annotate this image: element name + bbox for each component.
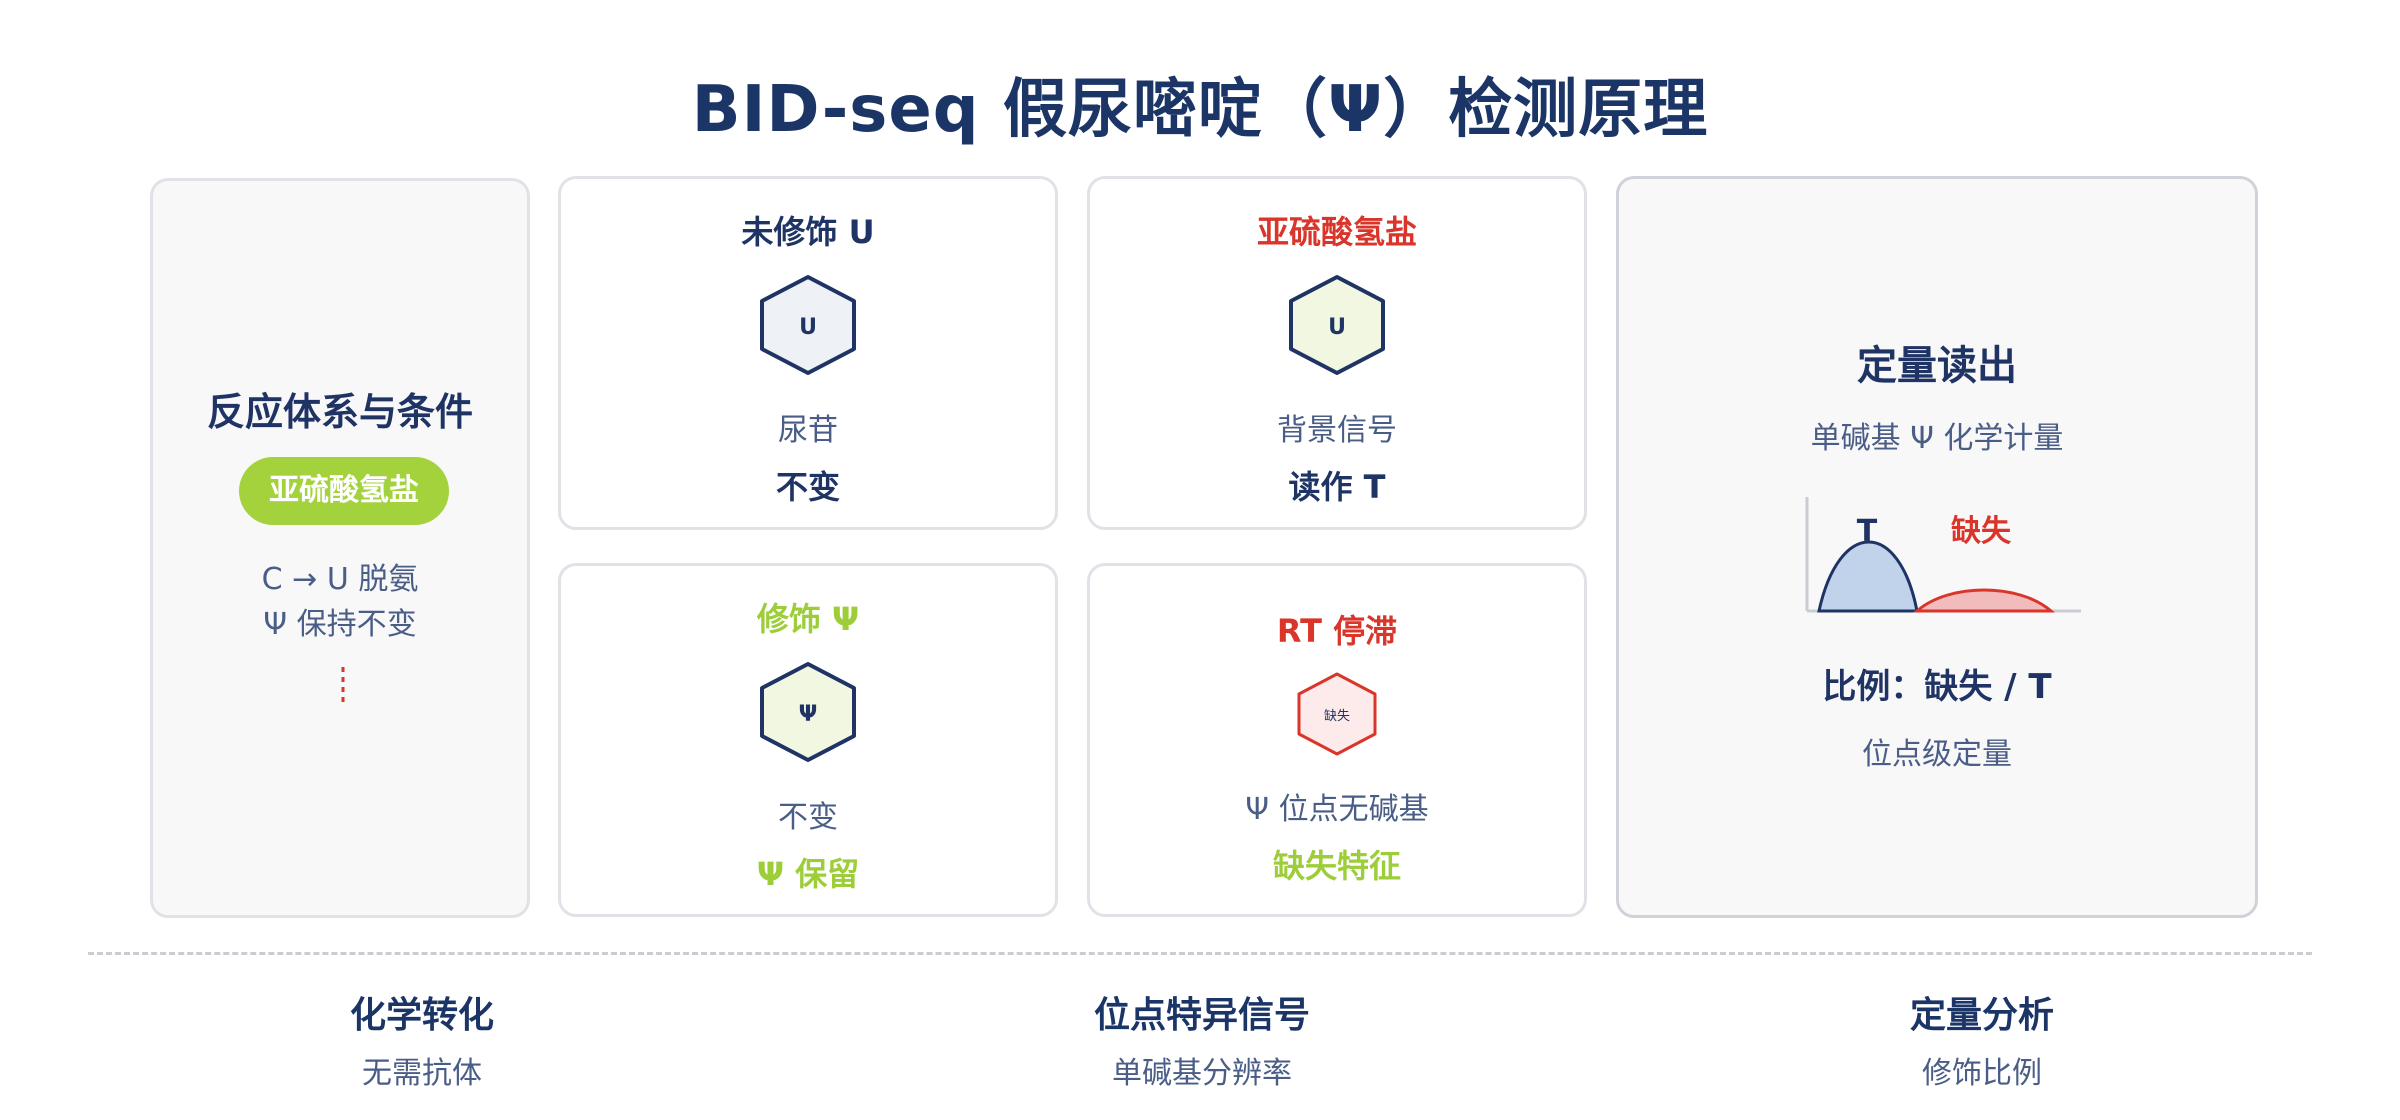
reagent-badge: 亚硫酸氢盐: [239, 457, 449, 525]
footer-title: 位点特异信号: [1093, 995, 1310, 1036]
footer-item-chemical: 化学转化 无需抗体: [172, 986, 672, 1092]
uridine-hexagon-icon: U: [760, 275, 856, 375]
t-peak: [1817, 540, 1919, 613]
hex-label: U: [1328, 315, 1346, 340]
hex-label: U: [799, 315, 817, 340]
conditions-title: 反应体系与条件: [206, 390, 473, 434]
footer-subtitle: 单碱基分辨率: [1112, 1056, 1292, 1091]
dotted-arrow-icon: [341, 667, 345, 703]
footer-item-signal: 位点特异信号 单碱基分辨率: [952, 986, 1452, 1092]
readout-ratio: 比例：缺失 / T: [1822, 667, 2052, 707]
unmodified-description: 尿苷: [778, 413, 838, 448]
conditions-line-2: Ψ 保持不变: [263, 607, 417, 642]
unmodified-u-card: 未修饰 U U 尿苷 不变: [558, 176, 1058, 530]
bisulfite-card: 亚硫酸氢盐 U 背景信号 读作 T: [1087, 176, 1587, 530]
footer-title: 化学转化: [349, 995, 494, 1036]
bisulfite-title: 亚硫酸氢盐: [1256, 213, 1417, 251]
footer-subtitle: 无需抗体: [362, 1056, 482, 1091]
peak-plot: T 缺失: [1805, 497, 2081, 613]
page-title: BID-seq 假尿嘧啶（Ψ）检测原理: [691, 73, 1709, 147]
readout-title: 定量读出: [1857, 343, 2017, 389]
footer-item-quantitative: 定量分析 修饰比例: [1732, 986, 2232, 1092]
rt-stall-description: Ψ 位点无碱基: [1245, 792, 1429, 827]
modified-description: 不变: [778, 800, 838, 835]
modified-title: 修饰 Ψ: [756, 600, 860, 638]
deletion-peak-label: 缺失: [1951, 514, 2012, 549]
hex-label: Ψ: [799, 702, 818, 727]
modified-result: Ψ 保留: [756, 855, 860, 893]
bisulfite-description: 背景信号: [1277, 413, 1397, 448]
conditions-line-1: C → U 脱氨: [261, 562, 419, 597]
readout-card: 定量读出 单碱基 Ψ 化学计量 T 缺失 比例：缺失 / T 位点级定量: [1616, 176, 2258, 918]
bisulfite-result: 读作 T: [1288, 468, 1386, 506]
readout-subtitle: 单碱基 Ψ 化学计量: [1810, 421, 2064, 456]
deletion-peak: [1913, 588, 2055, 613]
deletion-hexagon-icon: 缺失: [1297, 672, 1377, 756]
uridine-treated-hexagon-icon: U: [1289, 275, 1385, 375]
rt-stall-card: RT 停滞 缺失 Ψ 位点无碱基 缺失特征: [1087, 563, 1587, 917]
t-peak-label: T: [1857, 514, 1878, 549]
conditions-card: 反应体系与条件 亚硫酸氢盐 C → U 脱氨 Ψ 保持不变: [150, 178, 530, 918]
footer-title: 定量分析: [1909, 995, 2054, 1036]
footer-divider: [88, 952, 2312, 955]
unmodified-title: 未修饰 U: [741, 213, 875, 251]
hex-label: 缺失: [1324, 709, 1350, 724]
unmodified-result: 不变: [775, 468, 840, 506]
rt-stall-result: 缺失特征: [1272, 847, 1401, 885]
pseudouridine-hexagon-icon: Ψ: [760, 662, 856, 762]
readout-note: 位点级定量: [1862, 737, 2012, 772]
footer-subtitle: 修饰比例: [1922, 1056, 2042, 1091]
modified-psi-card: 修饰 Ψ Ψ 不变 Ψ 保留: [558, 563, 1058, 917]
rt-stall-title: RT 停滞: [1276, 612, 1398, 650]
